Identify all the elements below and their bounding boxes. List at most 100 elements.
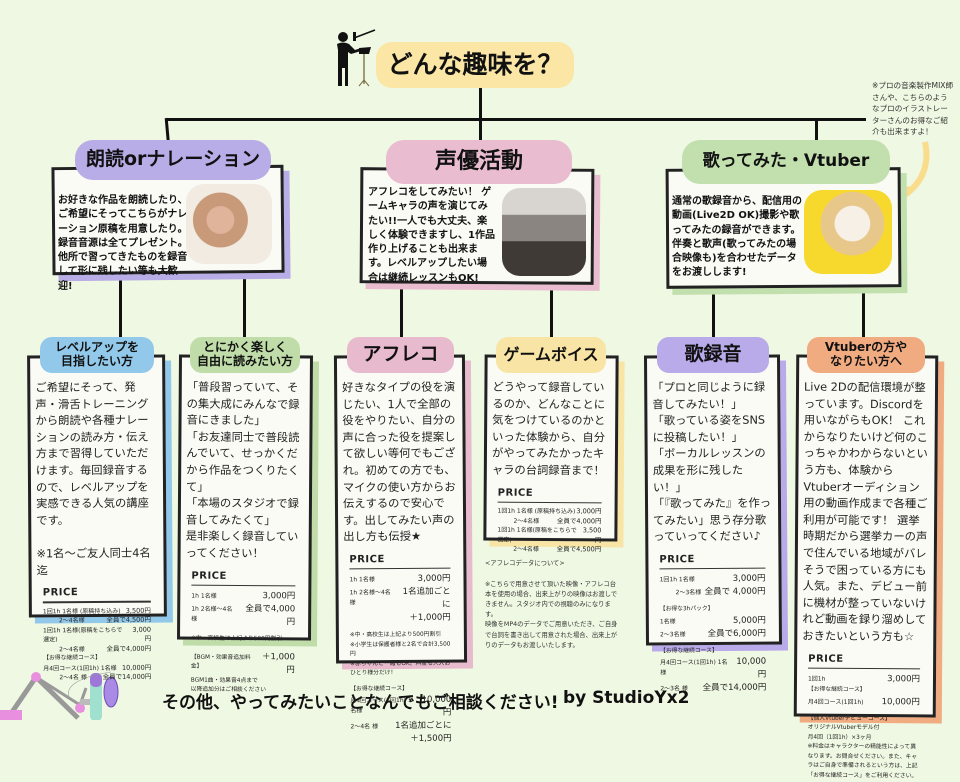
- price-divider: [191, 584, 296, 587]
- price-row-label: 2〜3名 様: [660, 685, 688, 693]
- price-row: 2〜4名 様 全員で14,000円: [37, 673, 159, 683]
- price-row-value: 3,500円: [125, 606, 151, 615]
- price-row-value: 全員で 4,000円: [704, 587, 766, 598]
- price-row-value: 全員で4,000円: [556, 516, 602, 525]
- price-row-label: 2〜4名 様: [59, 674, 87, 682]
- referral-note: ※プロの音楽製作MIX師さんや、こちらのようなプロのイラストレーターさんのお得な…: [872, 81, 954, 137]
- price-row-label: 2〜4名様: [59, 645, 85, 653]
- footer-message: その他、やってみたいことなんでもご相談ください!: [162, 693, 559, 713]
- price-row: 2〜4名様 全員で4,500円: [491, 545, 609, 555]
- price-note: 【お得な継続コース】: [807, 686, 866, 694]
- price-row: 2〜3名様全員で6,000円: [654, 628, 774, 642]
- price-note: ※料金はキャラクターの精能性によって異なります。お問合せください。また、キャラは…: [807, 743, 918, 779]
- afureco-data-note: <アフレコデータについて> ※こちらで用意させて頂いた映像・アフレコ台本を使用の…: [485, 549, 620, 661]
- tree-line: [479, 88, 482, 120]
- price-row-label: 1回1h 1名様 (原稿持ち込み): [497, 507, 576, 516]
- course-description: ご希望にそって、発声・滑舌トレーニングから朗読や各種ナレーションの読み方・伝え方…: [35, 380, 151, 577]
- free-reading-course-card: 「普段習っていて、その集大成にみんなで録音にきました」 「お友達同士で普段読んで…: [177, 354, 313, 693]
- course-description: Live 2Dの配信環境が整っています。Discordを用いながらもOK！ これ…: [802, 380, 929, 644]
- price-row-label: 2〜4名様: [58, 617, 85, 625]
- price-row-value: 10,000円: [121, 663, 152, 672]
- price-row-label: 1h 2名様〜4名様: [191, 605, 233, 623]
- microphone-arm-illustration: [0, 671, 119, 720]
- tree-line: [550, 282, 553, 342]
- singing-vtuber-title: 歌ってみた・Vtuber: [682, 140, 890, 184]
- level-up-course-title: レベルアップを 目指したい方: [40, 337, 154, 373]
- price-row-label: 2〜3名様: [675, 589, 702, 597]
- price-row-label: 月4回コース(1回1h) 1名様: [660, 659, 728, 677]
- level-up-course-card: ご希望にそって、発声・滑舌トレーニングから朗読や各種ナレーションの読み方・伝え方…: [27, 354, 167, 681]
- price-row-value: 10,000円: [736, 657, 767, 681]
- price-divider: [497, 501, 602, 504]
- course-description: 「普段習っていて、その集大成にみんなで録音にきました」 「お友達同士で普段読んで…: [185, 380, 300, 561]
- price-row-label: 1回1h 1名様: [659, 576, 695, 584]
- footer-brand: by StudioYx2: [563, 688, 690, 708]
- price-heading: PRICE: [349, 554, 385, 566]
- price-heading: PRICE: [808, 653, 844, 665]
- tree-line: [815, 118, 818, 148]
- singing-vtuber-photo: [804, 190, 892, 274]
- price-row-value: 全員で14,000円: [102, 672, 152, 682]
- game-voice-course-card: どうやって録音しているのか、どんなことに気をつけているのかといった体験から、自分…: [483, 354, 619, 553]
- price-row-value: 全員で4,500円: [106, 615, 151, 625]
- tree-line: [712, 288, 715, 342]
- price-row-label: 2〜4名様: [513, 545, 539, 553]
- price-note: ※赤ちゃんと一緒もOK。料金も大人おひとり様分だけ！: [350, 660, 451, 677]
- price-heading: PRICE: [659, 554, 695, 566]
- price-heading: PRICE: [42, 587, 79, 599]
- free-reading-course-title: とにかく楽しく 自由に読みたい方: [190, 337, 300, 373]
- price-row-label: 1回1h 1名様(原稿をこちらで選定): [497, 526, 577, 544]
- price-row-value: 全員で14,000円: [702, 683, 767, 694]
- price-note: オリジナルVtuberモデル付: [807, 724, 880, 732]
- vtuber-course-title: Vtuberの方や なりたい方へ: [807, 337, 925, 373]
- price-row-label: 1回1h: [807, 675, 826, 683]
- price-row: 月4回コース(1回1h) 1名様 10,000円: [654, 656, 774, 683]
- price-row-value: 全員で4,500円: [556, 545, 602, 554]
- price-row: 2〜4名 様 1名追加ごとに ＋1,500円: [344, 720, 459, 747]
- voice-actor-icon: [333, 26, 383, 88]
- price-divider: [808, 667, 921, 670]
- voice-acting-description: アフレコをしてみたい！ ゲームキャラの声を演じてみたい!!一人でも大丈夫、楽しく…: [368, 187, 495, 284]
- price-row-value: 3,000円: [887, 674, 921, 685]
- afureco-note-text: ※こちらで用意させて頂いた映像・アフレコ台本を使用の場合、出来上がりの映像はお渡…: [485, 580, 618, 649]
- price-row-value: 全員で4,000円: [106, 644, 152, 653]
- price-note: ※小学生は保護者様と2名で合計3,500円: [349, 641, 451, 658]
- reading-narration-title: 朗読orナレーション: [75, 140, 271, 180]
- voice-acting-title: 声優活動: [386, 140, 572, 184]
- afureco-note-title: <アフレコデータについて>: [485, 560, 565, 568]
- price-row-label: 1h 1名様: [191, 592, 217, 600]
- price-row: 1h 2名様〜4名様全員で4,000円: [185, 603, 303, 630]
- course-description: 「プロと同じように録音してみたい！」 「歌っている姿をSNSに投稿したい！」 「…: [652, 380, 772, 544]
- price-row-value: 1名追加ごとに ＋1,500円: [395, 721, 452, 745]
- price-heading: PRICE: [191, 570, 227, 582]
- tree-line: [166, 118, 866, 121]
- price-row: 2〜4名様 全員で4,000円: [37, 644, 159, 654]
- price-row-value: 1名追加ごとに ＋1,000円: [402, 587, 451, 624]
- price-row-value: 10,000円: [881, 696, 920, 707]
- price-row-value: 全員で4,000円: [245, 604, 296, 628]
- vtuber-course-card: Live 2Dの配信環境が整っています。Discordを用いながらもOK！ これ…: [793, 354, 939, 779]
- price-row-value: ＋1,000円: [262, 651, 295, 675]
- price-heading: PRICE: [497, 487, 534, 499]
- price-divider: [42, 600, 151, 604]
- tree-line: [119, 272, 122, 342]
- reading-narration-photo: [186, 184, 272, 264]
- singing-vtuber-description: 通常の歌録音から、配信用の動画(Live2D OK)撮影や歌ってみたの録音ができ…: [672, 196, 802, 279]
- price-row-label: 2〜4名様: [513, 517, 540, 525]
- singing-recording-course-card: 「プロと同じように録音してみたい！」 「歌っている姿をSNSに投稿したい！」 「…: [643, 354, 783, 694]
- price-row-label: 1名様: [659, 618, 676, 626]
- tree-line: [400, 282, 403, 342]
- price-row-label: 月4回コース(1回1h): [807, 698, 864, 706]
- price-divider: [659, 567, 766, 570]
- price-row: 月4回コース(1回1h) 10,000円: [802, 695, 928, 709]
- price-divider: [349, 567, 451, 570]
- price-row-label: 2〜4名 様: [350, 723, 379, 731]
- page-title: どんな趣味を？: [376, 42, 574, 88]
- price-row: 1回1h 1名様(原稿をこちらで選定)3,000円: [37, 625, 159, 645]
- tree-line: [862, 288, 865, 342]
